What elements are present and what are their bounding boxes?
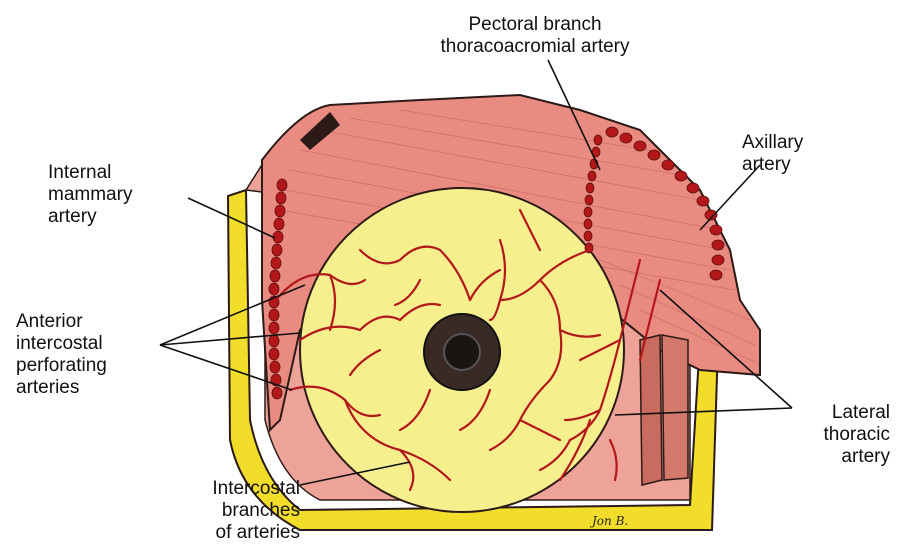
label-internal-mammary-artery: Internal mammary artery: [48, 162, 132, 228]
label-lateral-thoracic-artery: Lateral thoracic artery: [760, 402, 890, 468]
label-pectoral-branch: Pectoral branch thoracoacromial artery: [385, 14, 685, 58]
label-axillary-artery: Axillary artery: [742, 132, 803, 176]
artist-signature: Jon B.: [592, 514, 628, 528]
label-anterior-intercostal-arteries: Anterior intercostal perforating arterie…: [16, 311, 107, 399]
label-intercostal-branches: Intercostal branches of arteries: [140, 478, 300, 544]
nipple: [444, 334, 480, 370]
serratus-muscle: [640, 335, 688, 485]
